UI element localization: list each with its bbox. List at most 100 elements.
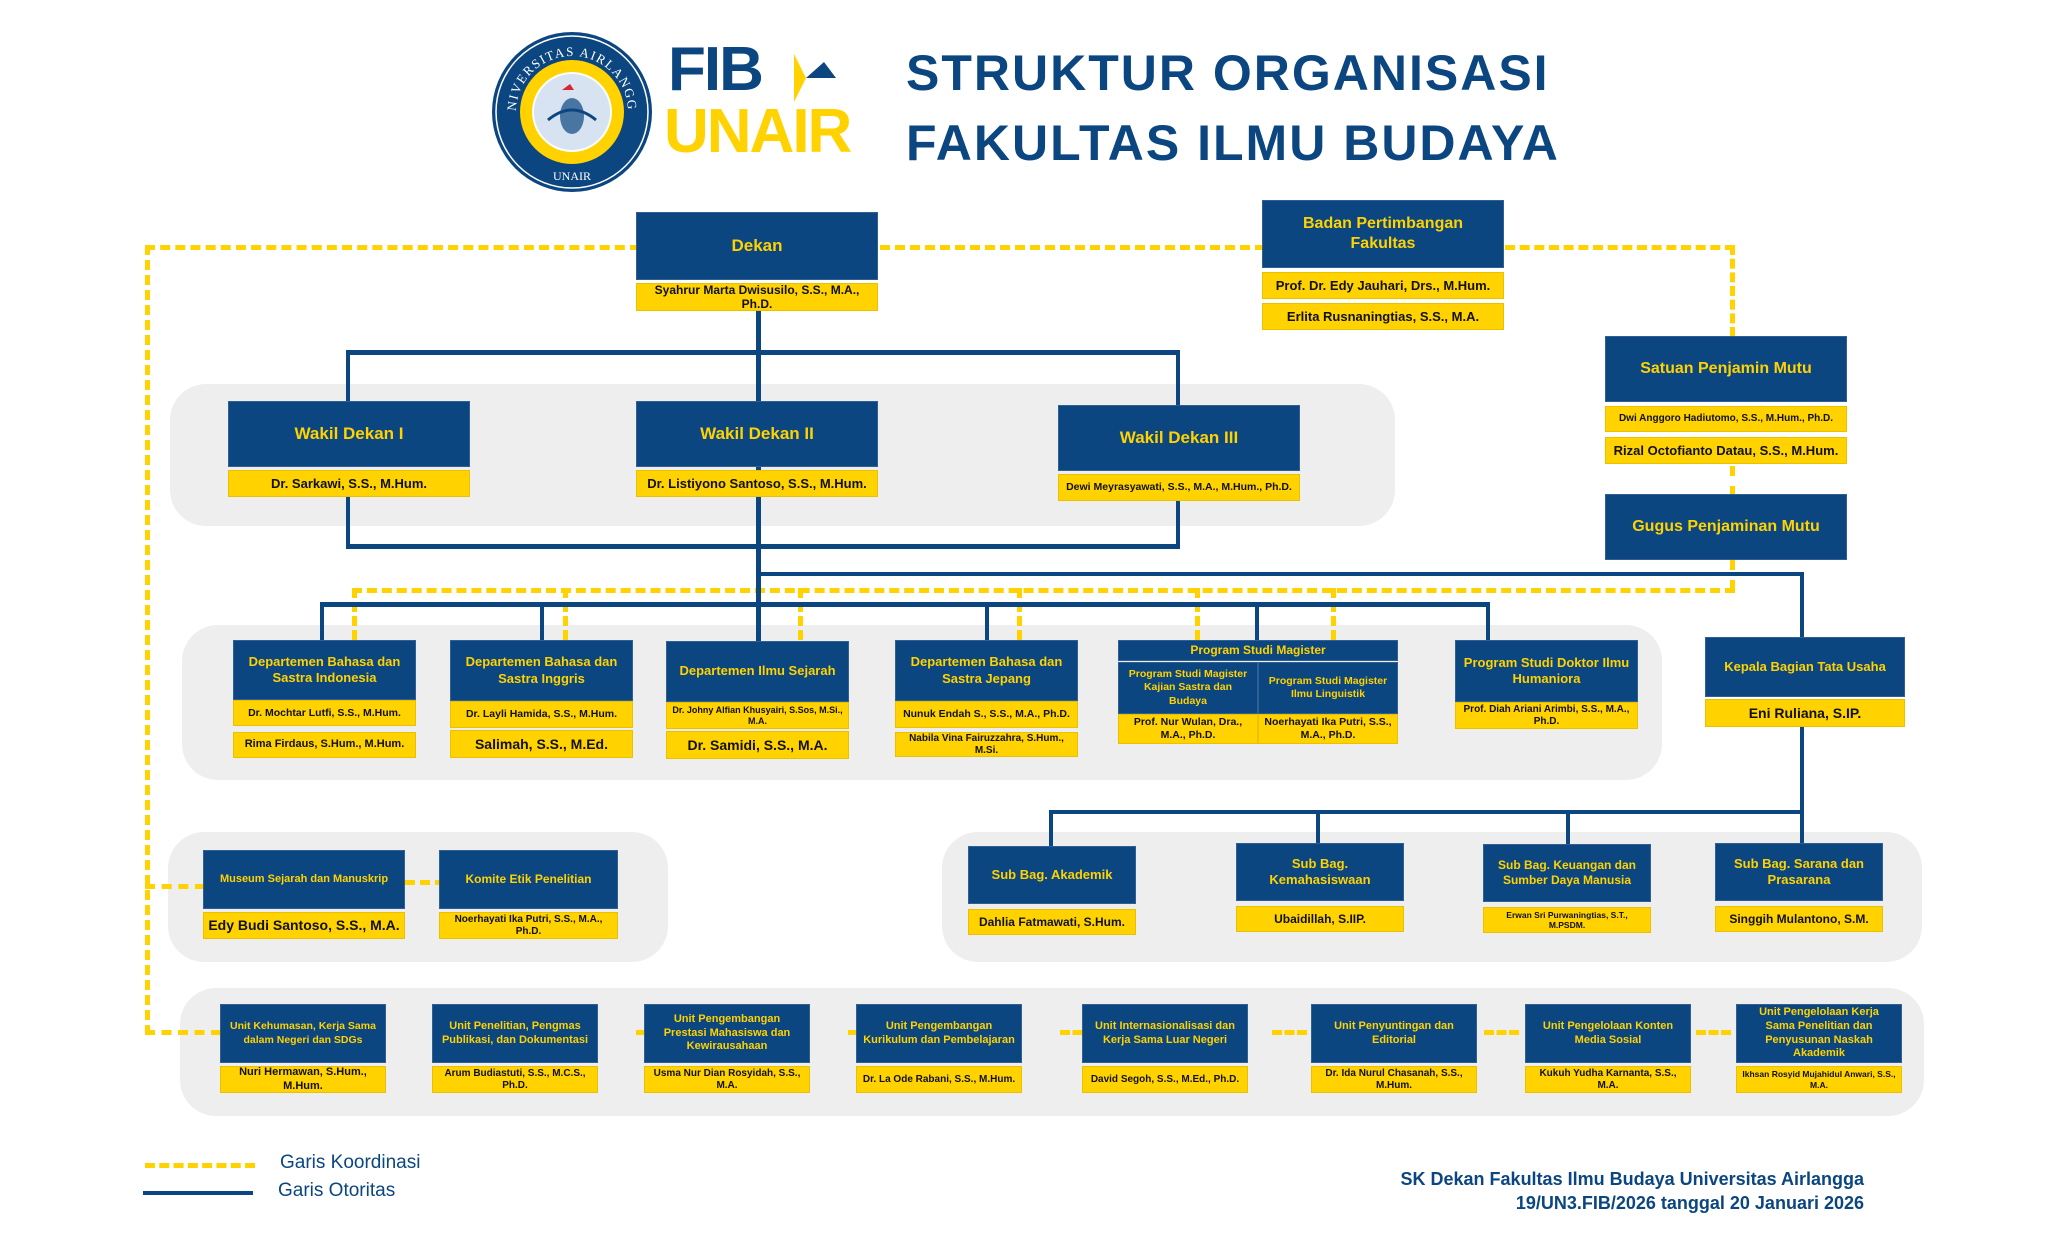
department-box[interactable]: Departemen Bahasa dan Sastra Inggris xyxy=(450,640,633,701)
unit-box[interactable]: Unit Kehumasan, Kerja Sama dalam Negeri … xyxy=(220,1004,386,1063)
wakil-dekan-3-box[interactable]: Wakil Dekan III xyxy=(1058,405,1300,471)
unit-head-name: Arum Budiastuti, S.S., M.C.S., Ph.D. xyxy=(432,1066,598,1093)
coordination-line xyxy=(1730,466,1735,496)
coordination-line xyxy=(1696,1030,1731,1035)
department-box[interactable]: Departemen Bahasa dan Sastra Indonesia xyxy=(233,640,416,700)
subbag-head-name: Singgih Mulantono, S.M. xyxy=(1715,906,1883,932)
coordination-line xyxy=(1017,588,1022,640)
authority-line xyxy=(1049,810,1053,846)
subbag-box[interactable]: Sub Bag. Sarana dan Prasarana xyxy=(1715,843,1883,901)
subbag-box[interactable]: Sub Bag. Keuangan dan Sumber Daya Manusi… xyxy=(1483,844,1651,902)
authority-line xyxy=(346,350,1180,355)
coordination-line xyxy=(1484,1030,1519,1035)
authority-line xyxy=(1800,725,1804,813)
unit-head-name: Ikhsan Rosyid Mujahidul Anwari, S.S., M.… xyxy=(1736,1066,1902,1093)
badan-member-name: Prof. Dr. Edy Jauhari, Drs., M.Hum. xyxy=(1262,272,1504,299)
magister-program-name: Noerhayati Ika Putri, S.S., M.A., Ph.D. xyxy=(1258,714,1398,744)
page-title-line1: STRUKTUR ORGANISASI xyxy=(906,45,1550,101)
coordination-line xyxy=(145,1030,221,1035)
department-head-name: Dr. Johny Alfian Khusyairi, S.Sos, M.Si.… xyxy=(666,702,849,729)
authority-line xyxy=(1800,810,1804,844)
coordination-line xyxy=(1272,1030,1307,1035)
unit-head-name: Dr. La Ode Rabani, S.S., M.Hum. xyxy=(856,1066,1022,1093)
doktor-program-name: Prof. Diah Ariani Arimbi, S.S., M.A., Ph… xyxy=(1455,702,1638,729)
magister-program-box[interactable]: Program Studi Magister Ilmu Linguistik xyxy=(1258,662,1398,714)
authority-line xyxy=(320,602,324,642)
museum-box[interactable]: Museum Sejarah dan Manuskrip xyxy=(203,850,405,909)
legend-coordination-line-icon xyxy=(145,1163,255,1168)
legend-coordination-label: Garis Koordinasi xyxy=(280,1152,421,1173)
spm-member-name: Dwi Anggoro Hadiutomo, S.S., M.Hum., Ph.… xyxy=(1605,406,1847,432)
department-box[interactable]: Departemen Ilmu Sejarah xyxy=(666,641,849,702)
dekan-box[interactable]: Dekan xyxy=(636,212,878,280)
coordination-line xyxy=(145,245,640,250)
authority-line xyxy=(1049,810,1804,814)
department-secretary-name: Nabila Vina Fairuzzahra, S.Hum., M.Si. xyxy=(895,732,1078,757)
subbag-box[interactable]: Sub Bag. Kemahasiswaan xyxy=(1236,843,1404,901)
unit-head-name: David Segoh, S.S., M.Ed., Ph.D. xyxy=(1082,1066,1248,1093)
magister-program-box[interactable]: Program Studi Magister Kajian Sastra dan… xyxy=(1118,662,1258,714)
legend-authority-line-icon xyxy=(143,1191,253,1195)
authority-line xyxy=(540,602,544,642)
authority-line xyxy=(1316,810,1320,844)
department-box[interactable]: Departemen Bahasa dan Sastra Jepang xyxy=(895,640,1078,701)
subbag-box[interactable]: Sub Bag. Akademik xyxy=(968,846,1136,904)
coordination-line xyxy=(1505,245,1735,250)
department-head-name: Dr. Layli Hamida, S.S., M.Hum. xyxy=(450,701,633,728)
unit-head-name: Dr. Ida Nurul Chasanah, S.S., M.Hum. xyxy=(1311,1066,1477,1093)
unit-box[interactable]: Unit Penelitian, Pengmas Publikasi, dan … xyxy=(432,1004,598,1063)
subbag-head-name: Dahlia Fatmawati, S.Hum. xyxy=(968,909,1136,935)
svg-text:UNAIR: UNAIR xyxy=(553,169,591,183)
authority-line xyxy=(1486,602,1490,642)
wakil-dekan-2-box[interactable]: Wakil Dekan II xyxy=(636,401,878,467)
museum-head-name: Edy Budi Santoso, S.S., M.A. xyxy=(203,912,405,939)
authority-line xyxy=(1176,500,1180,546)
unit-box[interactable]: Unit Pengembangan Prestasi Mahasiswa dan… xyxy=(644,1004,810,1063)
legend-authority-label: Garis Otoritas xyxy=(278,1180,396,1201)
subbag-head-name: Ubaidillah, S.IIP. xyxy=(1236,906,1404,932)
authority-line xyxy=(346,350,350,405)
badan-member-name: Erlita Rusnaningtias, S.S., M.A. xyxy=(1262,303,1504,330)
coordination-line xyxy=(145,884,205,889)
satuan-penjamin-mutu-box[interactable]: Satuan Penjamin Mutu xyxy=(1605,336,1847,402)
komite-etik-box[interactable]: Komite Etik Penelitian xyxy=(439,850,618,909)
department-head-name: Dr. Mochtar Lutfi, S.S., M.Hum. xyxy=(233,700,416,726)
decree-reference-line2: 19/UN3.FIB/2026 tanggal 20 Januari 2026 xyxy=(1515,1193,1864,1213)
unit-box[interactable]: Unit Internasionalisasi dan Kerja Sama L… xyxy=(1082,1004,1248,1063)
unit-box[interactable]: Unit Penyuntingan dan Editorial xyxy=(1311,1004,1477,1063)
department-secretary-name: Dr. Samidi, S.S., M.A. xyxy=(666,731,849,759)
coordination-line xyxy=(145,245,150,1035)
fib-logo-text: FIB xyxy=(668,35,764,104)
kabag-tata-usaha-name: Eni Ruliana, S.IP. xyxy=(1705,699,1905,727)
wakil-dekan-1-name: Dr. Sarkawi, S.S., M.Hum. xyxy=(228,470,470,497)
authority-line xyxy=(320,602,1490,607)
unit-box[interactable]: Unit Pengelolaan Kerja Sama Penelitian d… xyxy=(1736,1004,1902,1063)
spm-member-name: Rizal Octofianto Datau, S.S., M.Hum. xyxy=(1605,437,1847,464)
unit-box[interactable]: Unit Pengelolaan Konten Media Sosial xyxy=(1525,1004,1691,1063)
coordination-line xyxy=(1060,1030,1095,1035)
page-title-line2: FAKULTAS ILMU BUDAYA xyxy=(906,115,1560,171)
department-head-name: Nunuk Endah S., S.S., M.A., Ph.D. xyxy=(895,701,1078,728)
seal-icon: UNIVERSITAS AIRLANGGA UNAIR xyxy=(485,18,652,192)
logo-triangle-icon xyxy=(786,52,842,109)
subbag-head-name: Erwan Sri Purwaningtias, S.T., M.PSDM. xyxy=(1483,907,1651,933)
authority-line xyxy=(756,572,1804,576)
authority-line xyxy=(1566,810,1570,844)
gugus-penjaminan-mutu-box[interactable]: Gugus Penjaminan Mutu xyxy=(1605,494,1847,560)
authority-line xyxy=(1255,602,1259,642)
unair-logo-text: UNAIR xyxy=(664,97,852,166)
doktor-program-box[interactable]: Program Studi Doktor Ilmu Humaniora xyxy=(1455,640,1638,702)
unit-box[interactable]: Unit Pengembangan Kurikulum dan Pembelaj… xyxy=(856,1004,1022,1063)
authority-line xyxy=(346,496,350,546)
dekan-name: Syahrur Marta Dwisusilo, S.S., M.A., Ph.… xyxy=(636,283,878,311)
wakil-dekan-1-box[interactable]: Wakil Dekan I xyxy=(228,401,470,467)
coordination-line xyxy=(1195,588,1200,640)
wakil-dekan-2-name: Dr. Listiyono Santoso, S.S., M.Hum. xyxy=(636,470,878,497)
coordination-line xyxy=(1331,588,1336,640)
authority-line xyxy=(985,602,989,642)
coordination-line xyxy=(352,588,357,640)
kabag-tata-usaha-box[interactable]: Kepala Bagian Tata Usaha xyxy=(1705,637,1905,697)
badan-pertimbangan-box[interactable]: Badan Pertimbangan Fakultas xyxy=(1262,200,1504,268)
magister-header[interactable]: Program Studi Magister xyxy=(1118,640,1398,661)
coordination-line xyxy=(880,245,1265,250)
